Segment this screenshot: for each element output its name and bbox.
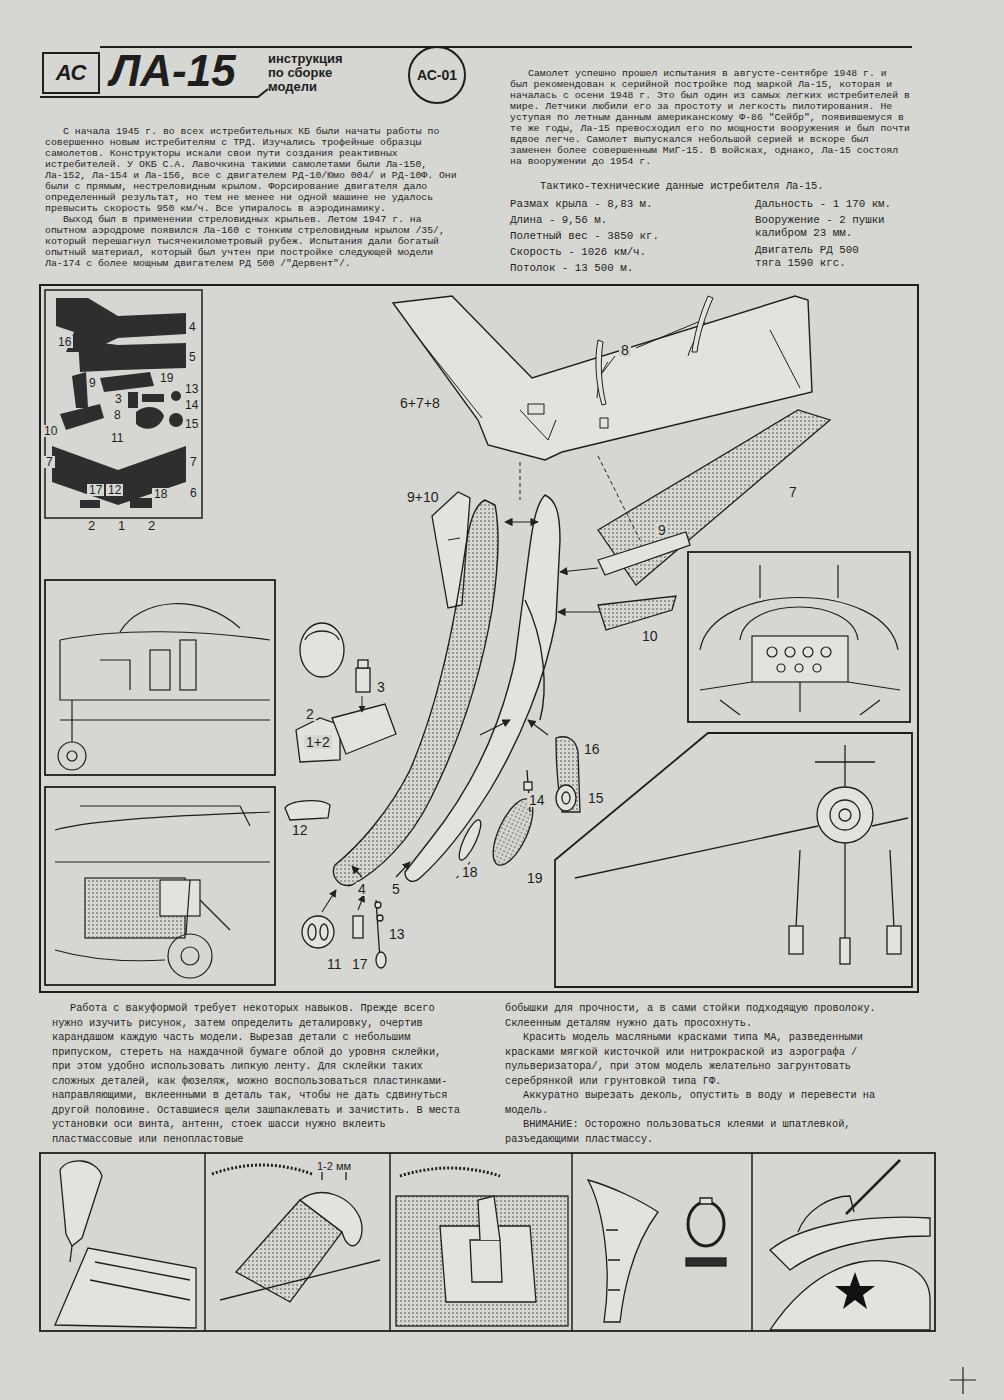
callout-number: 9 <box>656 523 668 537</box>
callout-number: 14 <box>527 793 547 807</box>
callout-number: 19 <box>158 372 175 384</box>
callout-number: 15 <box>586 791 606 805</box>
callout-number: 18 <box>460 865 480 879</box>
spec-line: Вооружение - 2 пушки калибром 23 мм. <box>755 214 897 240</box>
callout-number: 17 <box>350 957 370 971</box>
spec-line: Полетный вес - 3850 кг. <box>510 230 740 243</box>
callout-number: 15 <box>183 418 200 430</box>
history-paragraph: Самолет успешно прошел испытания в авгус… <box>510 68 910 167</box>
callout-number: 2 <box>146 519 157 532</box>
callout-number: 9 <box>87 377 98 389</box>
callout-number: 17 <box>87 484 104 496</box>
decal-paragraph: Аккуратно вырезать деколь, опустить в во… <box>505 1088 907 1117</box>
spec-line: Скорость - 1026 км/ч. <box>510 246 740 259</box>
assembly-paragraph: бобышки для прочности, а в сами стойки п… <box>505 1001 907 1030</box>
subtitle: инструкция по сборке модели <box>268 52 360 94</box>
callout-number: 6 <box>188 487 199 499</box>
callout-number: 2 <box>304 707 316 721</box>
callout-number: 7 <box>188 456 199 468</box>
spec-line: Размах крыла - 8,83 м. <box>510 198 740 211</box>
callout-number: 16 <box>582 742 602 756</box>
intro-paragraph: Выход был в применении стреловидных крыл… <box>45 214 463 269</box>
callout-number: 4 <box>187 321 198 333</box>
callout-number: 8 <box>112 409 123 421</box>
callout-number: 19 <box>525 871 545 885</box>
callout-number: 3 <box>113 393 124 405</box>
callout-number: 14 <box>183 399 200 411</box>
callout-number: 12 <box>106 484 123 496</box>
callout-number: 2 <box>86 519 97 532</box>
node-text: АС-01 <box>417 67 457 83</box>
callout-number: 13 <box>387 927 407 941</box>
callout-number: 7 <box>44 456 55 468</box>
callout-number: 5 <box>390 882 402 896</box>
callout-number: 10 <box>42 425 59 437</box>
callout-number: 8 <box>619 343 631 357</box>
intro-paragraph: С начала 1945 г. во всех истребительных … <box>45 126 463 214</box>
callout-number: 7 <box>787 485 799 499</box>
callout-number: 16 <box>56 336 73 348</box>
callout-number: 11 <box>109 432 125 444</box>
callout-number: 12 <box>290 823 310 837</box>
callout-number: 18 <box>152 488 169 500</box>
callout-number: 10 <box>640 629 660 643</box>
assembly-paragraph: Работа с вакуформой требует некоторых на… <box>52 1001 462 1146</box>
spec-line: Двигатель РД 500 тяга 1590 кгс. <box>755 244 881 270</box>
callout-number: 1+2 <box>304 735 332 749</box>
specs-heading: Тактико-технические данные истребителя Л… <box>540 180 900 192</box>
logo-box: АС <box>42 52 100 94</box>
spec-line: Дальность - 1 170 км. <box>755 198 915 211</box>
badge-circle: АС-01 <box>408 46 466 104</box>
spec-line: Длина - 9,56 м. <box>510 214 740 227</box>
callout-number: 5 <box>187 351 198 363</box>
painting-paragraph: Красить модель масляными красками типа М… <box>505 1030 907 1088</box>
callout-number: 11 <box>325 957 344 971</box>
callout-number: 1 <box>116 519 127 532</box>
page-title: ЛА-15 <box>110 46 236 96</box>
callout-number: 13 <box>183 383 200 395</box>
spec-line: Потолок - 13 500 м. <box>510 262 740 275</box>
node-text: АС <box>56 60 87 86</box>
warning-paragraph: ВНИМАНИЕ: Осторожно пользоваться клеями … <box>505 1117 907 1146</box>
callout-number: 9+10 <box>405 490 441 504</box>
callout-number: 3 <box>375 680 387 694</box>
dimension-label: 1-2 мм <box>315 1161 353 1172</box>
callout-number: 4 <box>356 882 368 896</box>
callout-number: 6+7+8 <box>398 396 442 410</box>
